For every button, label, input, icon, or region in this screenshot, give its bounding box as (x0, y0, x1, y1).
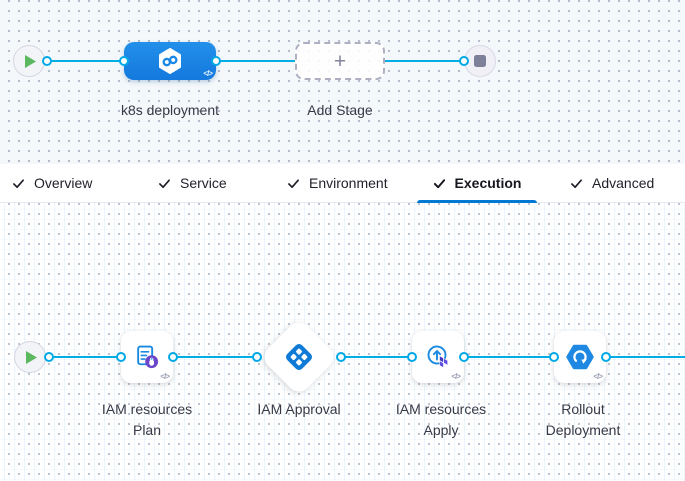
connector-line (216, 60, 295, 62)
step-label-line: Rollout (561, 401, 605, 417)
tab-service[interactable]: Service (158, 164, 227, 202)
play-icon (25, 350, 37, 364)
tab-overview[interactable]: Overview (12, 164, 92, 202)
check-icon (12, 177, 25, 190)
connector-port (459, 56, 469, 66)
check-icon (433, 177, 446, 190)
k8s-rolling-deployment-icon (566, 344, 594, 370)
connector-line (341, 356, 412, 358)
harness-cd-hexagon-infinity-icon (159, 48, 181, 74)
connector-port (168, 352, 178, 362)
active-tab-underline (417, 200, 537, 203)
connector-port (42, 56, 52, 66)
connector-port (44, 352, 54, 362)
connector-port (549, 352, 559, 362)
execution-graph-canvas: </> </> </> (0, 203, 685, 481)
tab-advanced[interactable]: Advanced (570, 164, 654, 202)
connector-line (47, 60, 124, 62)
connector-line (606, 356, 685, 358)
code-icon: </> (451, 372, 461, 381)
terraform-plan-document-icon (136, 345, 158, 368)
step-label-line: IAM Approval (257, 401, 341, 417)
add-stage-label: Add Stage (307, 102, 373, 118)
connector-port (601, 352, 611, 362)
step-label-line: Plan (132, 422, 162, 438)
add-stage-button[interactable]: + (295, 42, 385, 80)
stop-icon (474, 55, 486, 67)
connector-line (49, 356, 121, 358)
tab-label: Advanced (592, 175, 655, 191)
check-icon (570, 177, 583, 190)
step-node-iam-approval[interactable] (259, 317, 339, 397)
tab-label: Service (180, 175, 227, 191)
step-label-line: Deployment (545, 422, 621, 438)
connector-port (119, 56, 129, 66)
stage-config-tab-bar: Overview Service Environment Execution A… (0, 164, 685, 203)
tab-label: Execution (454, 175, 522, 191)
pipeline-start-play-button[interactable] (13, 45, 45, 77)
connector-line (385, 60, 465, 62)
stage-node-k8s-deployment[interactable]: </> (124, 42, 216, 80)
pipeline-end-stop-node[interactable] (464, 45, 496, 77)
tab-label: Environment (309, 175, 388, 191)
tab-environment[interactable]: Environment (287, 164, 388, 202)
connector-port (211, 56, 221, 66)
step-label-line: IAM resources (395, 401, 487, 417)
step-node-rollout-deployment[interactable]: </> (554, 331, 606, 383)
step-label-line: IAM resources (101, 401, 193, 417)
check-icon (287, 177, 300, 190)
step-label-line: Apply (423, 422, 459, 438)
play-icon (24, 54, 36, 68)
connector-line (464, 356, 554, 358)
stage-name-label: k8s deployment (120, 102, 220, 118)
code-icon: </> (203, 69, 213, 78)
connector-port (116, 352, 126, 362)
check-icon (158, 177, 171, 190)
terraform-apply-icon (427, 345, 448, 368)
execution-start-play-button[interactable] (14, 341, 46, 373)
step-label-iam-resources-apply: IAM resources Apply (361, 399, 521, 441)
plus-icon: + (333, 49, 347, 73)
step-label-iam-approval: IAM Approval (219, 399, 379, 420)
tab-execution[interactable]: Execution (417, 164, 537, 203)
connector-port (459, 352, 469, 362)
step-label-rollout-deployment: Rollout Deployment (503, 399, 663, 441)
step-node-iam-resources-plan[interactable]: </> (121, 331, 173, 383)
connector-port (252, 352, 262, 362)
code-icon: </> (160, 372, 170, 381)
step-label-iam-resources-plan: IAM resources Plan (67, 399, 227, 441)
connector-port (407, 352, 417, 362)
code-icon: </> (593, 372, 603, 381)
connector-line (173, 356, 257, 358)
step-node-iam-resources-apply[interactable]: </> (412, 331, 464, 383)
connector-port (336, 352, 346, 362)
stage-graph-canvas: </> + k8s deployment Add Stage (0, 0, 685, 164)
tab-label: Overview (34, 175, 93, 191)
